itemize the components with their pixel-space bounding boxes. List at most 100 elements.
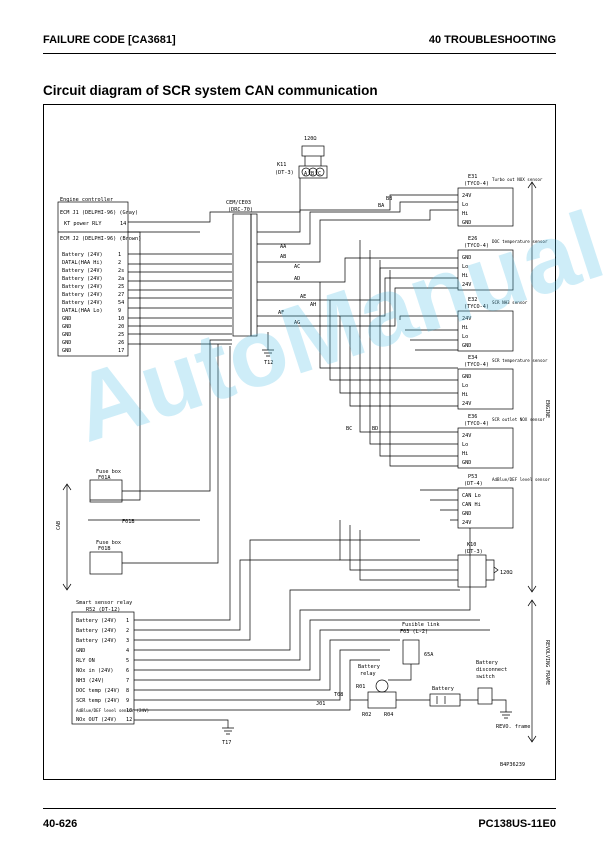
smart-row-pin: 9: [126, 698, 129, 704]
ecm-row-label: Battery (24V): [62, 268, 103, 274]
ecm-row-pin: 2: [118, 260, 121, 266]
sensor-code: E26: [468, 236, 477, 242]
diagram-frame: [43, 104, 556, 780]
ecm-row-pin: 54: [118, 300, 124, 306]
fuse-ref-label: F01B: [122, 519, 135, 525]
sensor-pin: GND: [462, 343, 471, 349]
footer-rule: [43, 808, 556, 809]
fusible-link-id: F03 (L-2): [400, 629, 428, 635]
fuse-a-label: Fuse box: [96, 469, 121, 475]
sensor-pin: 24V: [462, 193, 471, 199]
ecm-row-label: GND: [62, 316, 71, 322]
sensor-pin: Hi: [462, 392, 468, 398]
smart-row-pin: 5: [126, 658, 129, 664]
fusible-link-amp: 65A: [424, 652, 434, 658]
ecm-row-pin: 17: [118, 348, 124, 354]
r01-label: R01: [356, 684, 365, 690]
ecm-row-label: GND: [62, 348, 71, 354]
ecm-row-pin: 2a: [118, 276, 124, 282]
sensor-conn: (TYCO-4): [464, 362, 489, 368]
sensor-pin: Hi: [462, 273, 468, 279]
ecm-row-pin: 20: [118, 324, 124, 330]
smart-row-pin: 7: [126, 678, 129, 684]
ecm-row-pin: 2s: [118, 268, 124, 274]
ecm-row-label: Battery (24V): [62, 252, 103, 258]
ecm-row-pin: 25: [118, 332, 124, 338]
sensor-conn: (DT-4): [464, 481, 483, 487]
ecm-row-pin: 25: [118, 284, 124, 290]
smart-row-label: Battery (24V): [76, 638, 117, 644]
smart-row-pin: 1: [126, 618, 129, 624]
smart-relay-conn: R52 (DT-12): [86, 607, 120, 613]
revolving-frame-side-label: REVOLVING FRAME: [544, 640, 550, 685]
page-number: 40-626: [43, 818, 78, 830]
battery-label: Battery: [432, 686, 454, 692]
header-section-title: FAILURE CODE [CA3681]: [43, 34, 176, 46]
sensor-pin: 24V: [462, 520, 471, 526]
wire-code: AE: [300, 294, 306, 300]
smart-row-label: GND: [76, 648, 85, 654]
smart-row-label: AdBlue/DEF level sensor (24V): [76, 708, 149, 713]
ecm-row-label: DATAL(HAA Lo): [62, 308, 103, 314]
smart-row-label: RLY ON: [76, 658, 95, 664]
sensor-conn: (TYCO-4): [464, 181, 489, 187]
sensor-pin: Lo: [462, 334, 468, 340]
disconnect-switch-label-3: switch: [476, 674, 495, 680]
wire-code: BB: [386, 196, 392, 202]
cab-side-label: CAB: [56, 521, 62, 530]
kt-row-label: KT power RLY: [64, 221, 102, 227]
sensor-pin: Hi: [462, 325, 468, 331]
sensor-conn: (TYCO-4): [464, 243, 489, 249]
smart-row-label: Battery (24V): [76, 618, 117, 624]
wire-code: BC: [346, 426, 352, 432]
resistor-top-label: 120Ω: [304, 136, 317, 142]
sensor-name: SCR NH3 sensor: [492, 300, 528, 305]
sensor-pin: GND: [462, 511, 471, 517]
sensor-name: Turbo out NOX sensor: [492, 177, 543, 182]
page-title: Circuit diagram of SCR system CAN commun…: [43, 83, 378, 98]
smart-row-label: SCR temp (24V): [76, 698, 120, 704]
fuse-b-id: F01B: [98, 546, 111, 552]
fuse-a-id: F01A: [98, 475, 111, 481]
wire-code: BA: [378, 203, 385, 209]
sensor-pin: 24V: [462, 433, 471, 439]
fusible-link-label: Fusible link: [402, 622, 440, 628]
sensor-pin: Lo: [462, 383, 468, 389]
ecm-row-pin: 26: [118, 340, 124, 346]
battery-relay-label: Battery: [358, 664, 380, 670]
sensor-pin: GND: [462, 220, 471, 226]
wire-code: AD: [294, 276, 300, 282]
sensor-pin: Lo: [462, 202, 468, 208]
smart-row-pin: 10: [126, 708, 132, 714]
wire-code: AG: [294, 320, 300, 326]
ecm-row-pin: 27: [118, 292, 124, 298]
j01-label: J01: [316, 701, 325, 707]
sensor-code: E34: [468, 355, 477, 361]
header-rule: [43, 53, 556, 54]
sensor-code: E36: [468, 414, 477, 420]
t12-label: T12: [264, 360, 273, 366]
ecm-j1-label: ECM J1 (DELPHI-96) (Gray): [60, 210, 138, 216]
sensor-pin: CAN Hi: [462, 502, 481, 508]
sensor-code: E31: [468, 174, 477, 180]
t08-label: T08: [334, 692, 343, 698]
wire-code: AH: [310, 302, 316, 308]
k11-pin-b: B: [311, 171, 314, 177]
k10-label: K10: [467, 542, 476, 548]
engine-side-label: ENGINE: [544, 400, 550, 418]
sensor-pin: CAN Lo: [462, 493, 481, 499]
sensor-pin: GND: [462, 255, 471, 261]
sensor-name: SCR temperature sensor: [492, 358, 548, 363]
sensor-conn: (TYCO-4): [464, 304, 489, 310]
sensor-pin: 24V: [462, 401, 471, 407]
smart-row-pin: 3: [126, 638, 129, 644]
wire-code: BD: [372, 426, 378, 432]
wire-code: AF: [278, 310, 284, 316]
ecm-row-label: GND: [62, 340, 71, 346]
ecm-row-label: GND: [62, 332, 71, 338]
fuse-b-label: Fuse box: [96, 540, 121, 546]
sensor-name: DOC temperature sensor: [492, 239, 548, 244]
k11-pin-a: A: [304, 171, 308, 177]
smart-relay-title: Smart sensor relay: [76, 600, 132, 606]
